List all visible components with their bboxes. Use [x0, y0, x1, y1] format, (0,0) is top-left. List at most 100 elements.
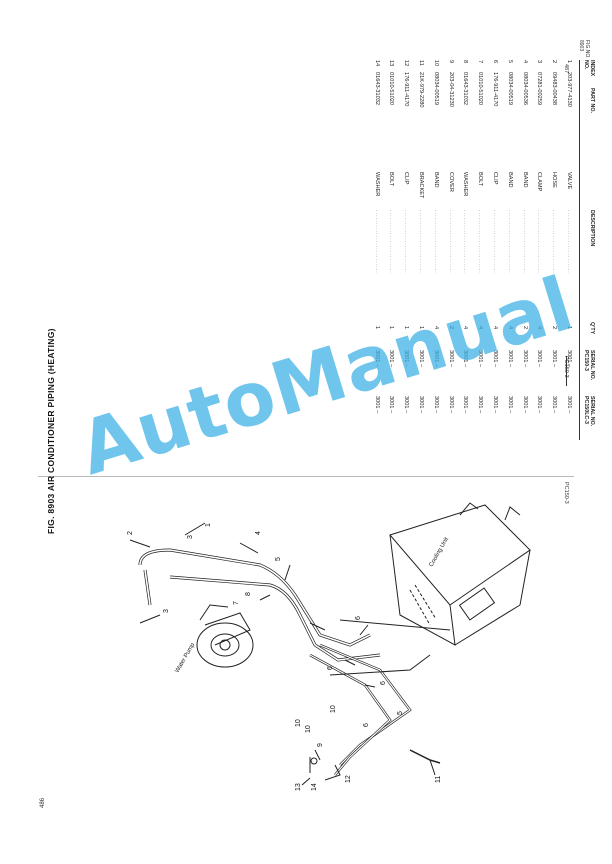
- row-serial-pc150lc: 3001 –: [551, 396, 558, 414]
- row-index: 5: [506, 60, 513, 64]
- callout-10: 10: [305, 725, 312, 733]
- header-description: DESCRIPTION: [589, 210, 595, 247]
- row-dot-leader: .........................: [432, 210, 439, 274]
- callout-13: 13: [295, 783, 302, 791]
- row-index: 13: [388, 60, 395, 67]
- row-index: 2: [551, 60, 558, 64]
- row-serial-pc150: 3001 –: [551, 350, 558, 368]
- row-description: BRACKET: [418, 172, 424, 199]
- row-description: COVER: [447, 172, 454, 192]
- row-dot-leader: .........................: [521, 210, 528, 274]
- row-part-no: 01010-51020: [388, 72, 395, 105]
- row-description: BAND: [432, 172, 439, 188]
- row-serial-pc150lc: 3001 –: [418, 396, 424, 414]
- row-dot-leader: .........................: [373, 210, 380, 274]
- row-serial-pc150lc: 3001 –: [462, 396, 469, 414]
- row-description: HOSE: [551, 172, 558, 188]
- row-serial-pc150lc: 3001 –: [403, 396, 410, 414]
- row-dot-leader: .........................: [403, 210, 410, 274]
- callout-9: 9: [317, 743, 324, 747]
- header-index: INDEX NO.: [583, 60, 595, 77]
- row-dot-leader: .........................: [536, 210, 543, 274]
- row-index: 4: [521, 60, 528, 64]
- row-part-no: 21K-979-2280: [418, 72, 424, 108]
- row-index: 11: [418, 60, 424, 66]
- header-rule: [579, 60, 580, 440]
- footer-rule: [566, 356, 567, 386]
- callout-6: 6: [355, 616, 362, 620]
- row-serial-pc150lc: 3001 –: [521, 396, 528, 414]
- row-index: 6: [492, 60, 498, 64]
- row-description: CLIP: [492, 172, 498, 185]
- row-part-no: 07281-00259: [536, 72, 543, 105]
- row-dot-leader: .........................: [388, 210, 395, 274]
- row-serial-pc150lc: 3001 –: [447, 396, 454, 414]
- row-dot-leader: .........................: [447, 210, 454, 274]
- page-number-right: 487: [563, 64, 569, 74]
- callout-8: 8: [245, 592, 252, 596]
- water-pump-label: Water Pump: [175, 642, 197, 674]
- row-description: WASHER: [462, 172, 469, 197]
- row-description: BOLT: [388, 172, 395, 187]
- row-dot-leader: .........................: [566, 210, 572, 274]
- row-dot-leader: .........................: [462, 210, 469, 274]
- row-serial-pc150lc: 3001 –: [492, 396, 498, 414]
- row-dot-leader: .........................: [418, 210, 424, 274]
- row-description: BOLT: [477, 172, 484, 187]
- row-description: CLAMP: [536, 172, 543, 192]
- callout-5: 5: [275, 557, 282, 561]
- callout-10: 10: [330, 705, 337, 713]
- callout-5: 5: [397, 711, 404, 715]
- header-serial-pc150lc: SERIAL NO. PC150LC-3: [583, 396, 595, 427]
- row-part-no: 08034-00519: [432, 72, 439, 105]
- header-serial-pc150: SERIAL NO. PC150-3: [583, 350, 595, 381]
- row-index: 1: [566, 60, 572, 64]
- row-part-no: 176-911-4170: [492, 72, 498, 107]
- row-part-no: 01643-31032: [462, 72, 469, 105]
- row-serial-pc150lc: 3001 –: [432, 396, 439, 414]
- header-part-no: PART NO.: [589, 88, 595, 113]
- row-index: 3: [536, 60, 543, 64]
- callout-6: 6: [327, 666, 334, 670]
- callout-7: 7: [233, 601, 240, 605]
- row-part-no: 203-04-31230: [447, 72, 454, 107]
- row-serial-pc150lc: 3001 –: [477, 396, 484, 414]
- callout-6: 6: [380, 681, 387, 685]
- row-dot-leader: .........................: [506, 210, 513, 274]
- row-serial-pc150lc: 3001 –: [566, 396, 572, 414]
- callout-6: 6: [363, 723, 370, 727]
- row-part-no: 09483-00438: [551, 72, 558, 105]
- cooling-unit: [389, 502, 531, 646]
- row-index: 12: [403, 60, 410, 67]
- callout-3: 3: [163, 609, 170, 613]
- row-description: BAND: [506, 172, 513, 188]
- row-dot-leader: .........................: [492, 210, 498, 274]
- row-index: 7: [477, 60, 484, 64]
- row-description: BAND: [521, 172, 528, 188]
- row-index: 9: [447, 60, 454, 64]
- callout-2: 2: [127, 531, 134, 535]
- callout-10: 10: [295, 719, 302, 727]
- row-dot-leader: .........................: [477, 210, 484, 274]
- callout-1: 1: [205, 523, 212, 527]
- callout-3: 3: [187, 535, 194, 539]
- callout-4: 4: [255, 531, 262, 535]
- callout-12: 12: [345, 775, 352, 783]
- row-description: VALVE: [566, 172, 572, 190]
- row-serial-pc150lc: 3001 –: [536, 396, 543, 414]
- piping-diagram: Cooling Unit Water Pump: [127, 502, 531, 791]
- fig-number: FIG.NO. 8903: [578, 40, 590, 59]
- row-serial-pc150lc: 3001 –: [506, 396, 513, 414]
- figure-title: FIG. 8903 AIR CONDITIONER PIPING (HEATIN…: [46, 328, 56, 534]
- row-part-no: 08034-00519: [506, 72, 513, 105]
- row-description: WASHER: [373, 172, 380, 197]
- page-divider: [38, 476, 574, 477]
- row-index: 14: [373, 60, 380, 67]
- row-description: CLIP: [403, 172, 410, 185]
